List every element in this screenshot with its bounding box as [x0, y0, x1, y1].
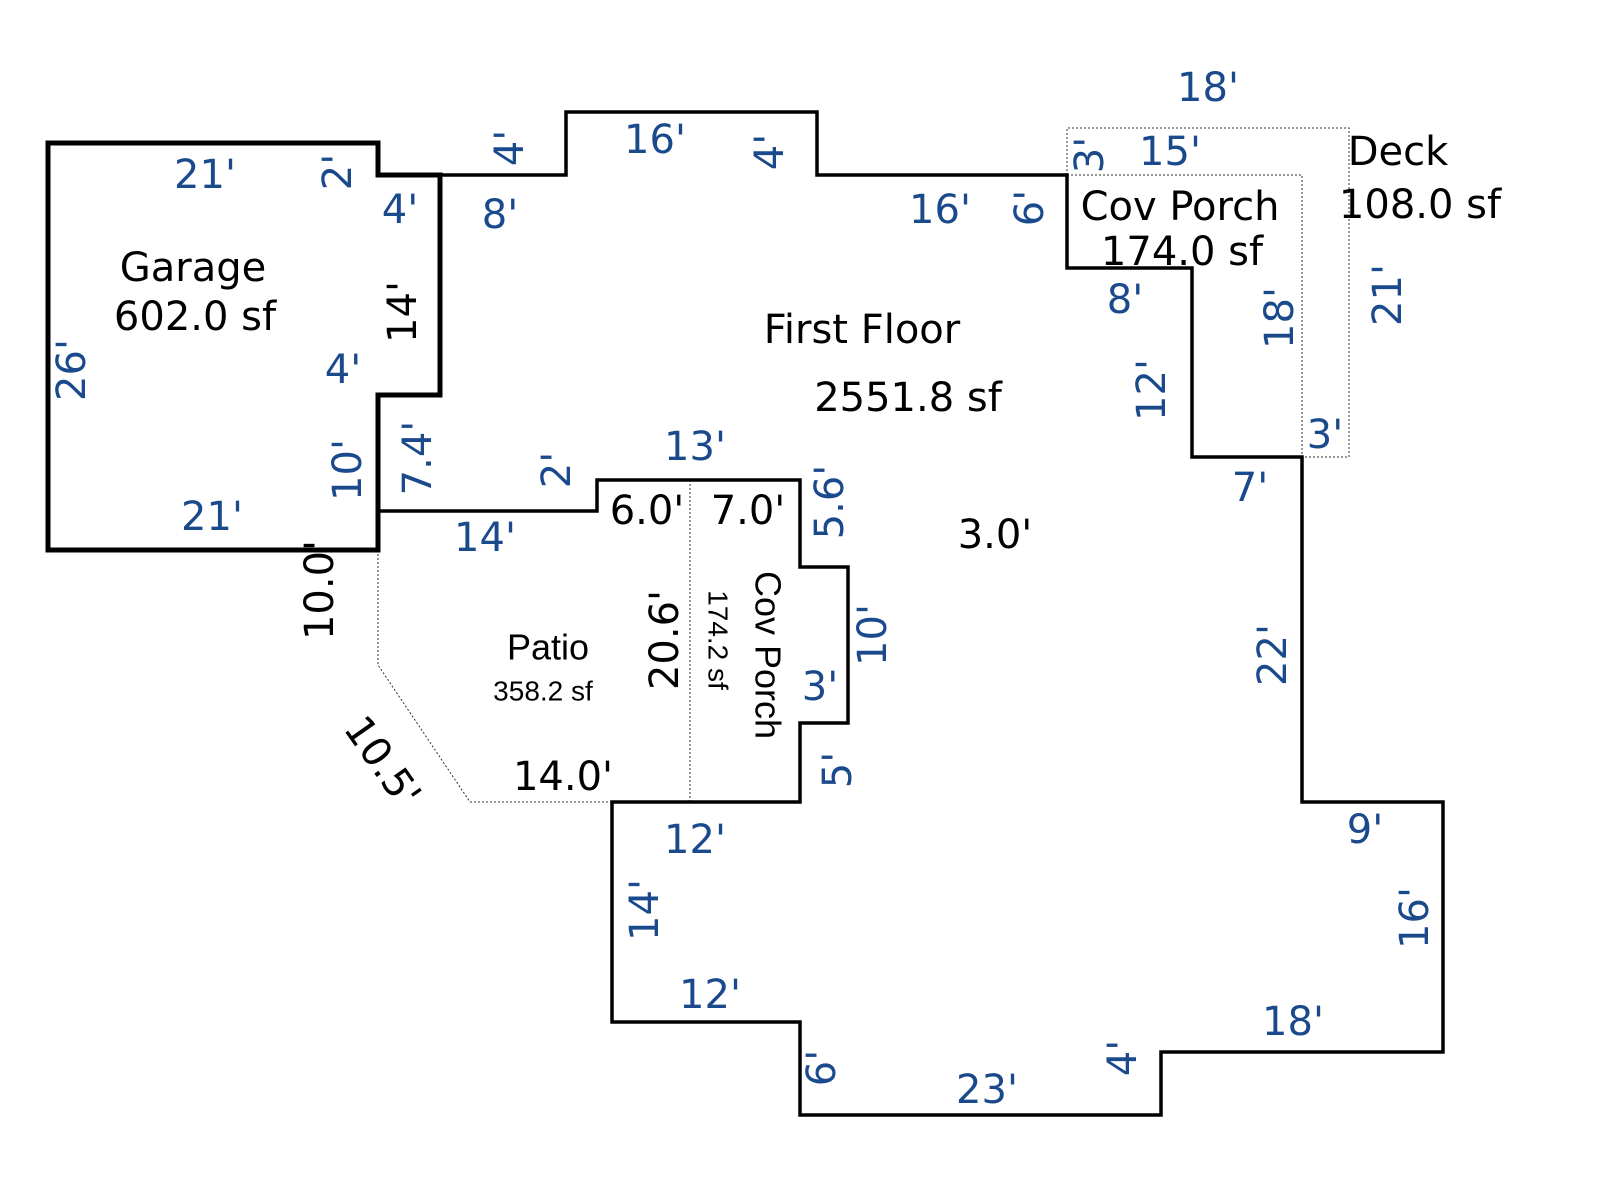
- cov-porch-side-area: 174.2 sf: [703, 590, 734, 690]
- measurement-label: 10.0': [297, 540, 343, 640]
- dimension-label: 5.6': [807, 465, 853, 540]
- first-floor-wall: [378, 110, 1445, 1117]
- dimension-label: 7': [1232, 465, 1268, 511]
- dimension-label: 18': [1177, 65, 1239, 111]
- patio-label: Patio: [507, 627, 589, 668]
- measurement-label: 20.6': [642, 590, 688, 690]
- dimension-label: 18': [1257, 287, 1303, 349]
- measurement-label: 10.5': [334, 708, 429, 816]
- dimension-label: 23': [956, 1067, 1018, 1113]
- measurement-label: 6.0': [610, 488, 685, 534]
- dimension-label: 15': [1139, 129, 1201, 175]
- cov-porch-top-label: Cov Porch: [1081, 184, 1280, 230]
- dimension-label: 2': [534, 452, 580, 488]
- dimension-label: 14': [454, 515, 516, 561]
- dimension-label: 10': [325, 439, 371, 501]
- dimension-label: 2': [315, 154, 361, 190]
- dimension-label: 9': [1347, 807, 1383, 853]
- dimension-label: 4': [1100, 1040, 1146, 1076]
- dimension-label: 4': [325, 347, 361, 393]
- dimension-label: 5': [815, 752, 861, 788]
- dimension-label: 21': [181, 494, 243, 540]
- deck-label: Deck: [1348, 129, 1449, 175]
- patio-outline: [377, 550, 612, 803]
- dimension-label: 8': [482, 192, 518, 238]
- cov-porch-side-label: Cov Porch: [748, 571, 789, 739]
- measurement-label: 7.0': [711, 488, 786, 534]
- cov-porch-top-area: 174.0 sf: [1101, 229, 1264, 275]
- dimension-label: 12': [664, 817, 726, 863]
- dimension-label: 21': [1365, 264, 1411, 326]
- dimension-label: 3': [1307, 412, 1343, 458]
- garage-area: 602.0 sf: [114, 294, 277, 340]
- dimension-label: 13': [664, 424, 726, 470]
- dimension-label: 10': [850, 604, 896, 666]
- measurement-label: 14.0': [513, 754, 613, 800]
- patio-area: 358.2 sf: [493, 676, 593, 707]
- dimension-label: 4': [487, 130, 533, 166]
- first-floor-label: First Floor: [764, 307, 961, 353]
- garage-wall: [45, 140, 443, 553]
- dimension-label: 16': [1392, 887, 1438, 949]
- dimension-label: 12': [679, 972, 741, 1018]
- dimension-label: 26': [49, 339, 95, 401]
- dimension-label: 6': [799, 1050, 845, 1086]
- dimension-label: 6': [1007, 190, 1053, 226]
- dimension-label: 7.4': [395, 421, 441, 496]
- dimension-label: 16': [909, 187, 971, 233]
- garage-label: Garage: [120, 245, 266, 291]
- first-floor-area: 2551.8 sf: [814, 375, 1003, 421]
- dimension-label: 3': [802, 664, 838, 710]
- dimension-label: 8': [1107, 277, 1143, 323]
- dimension-label: 12': [1129, 359, 1175, 421]
- dimension-label: 14': [622, 879, 668, 941]
- deck-outline: [1066, 127, 1350, 458]
- measurement-label: 3.0': [958, 512, 1033, 558]
- dimension-label: 22': [1250, 624, 1296, 686]
- dimension-label: 3': [1067, 137, 1113, 173]
- dimension-label: 4': [747, 134, 793, 170]
- dimension-label: 18': [1262, 999, 1324, 1045]
- dimension-label: 4': [382, 187, 418, 233]
- dimension-label: 21': [174, 152, 236, 198]
- deck-area: 108.0 sf: [1339, 182, 1502, 228]
- dimension-label: 16': [624, 117, 686, 163]
- measurement-label: 14': [380, 281, 426, 343]
